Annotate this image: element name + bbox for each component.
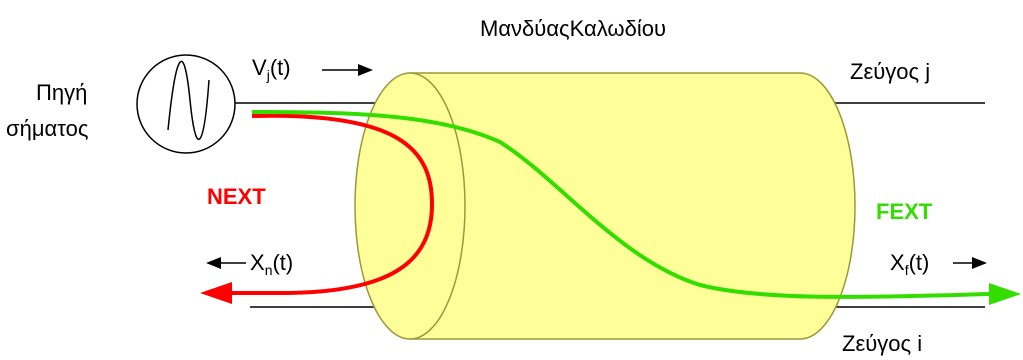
- xf-main: X: [890, 250, 905, 275]
- pair-j-label: Ζεύγος j: [850, 59, 930, 84]
- xn-arg: (t): [272, 250, 293, 275]
- fext-path: [251, 110, 1021, 305]
- xf-arg: (t): [909, 250, 930, 275]
- xn-sub: n: [265, 262, 273, 278]
- vj-arg: (t): [270, 55, 291, 80]
- xf-arrow: [953, 257, 987, 269]
- cable-body: [409, 72, 856, 340]
- fext-arrowhead: [989, 283, 1021, 305]
- vj-label: Vj(t): [252, 55, 291, 83]
- cable-jacket-label: ΜανδύαςΚαλωδίου: [480, 16, 666, 41]
- fext-label: FEXT: [876, 199, 933, 224]
- xn-main: X: [250, 250, 265, 275]
- signal-source-circle: [136, 54, 236, 154]
- next-label: NEXT: [207, 184, 266, 209]
- signal-source: [136, 54, 236, 154]
- next-arrowhead: [200, 282, 232, 304]
- pair-i-label: Ζεύγος i: [842, 331, 922, 356]
- vj-arrow: [322, 64, 373, 76]
- next-path: [200, 113, 435, 304]
- next-curve: [230, 113, 435, 296]
- cable-jacket: [354, 72, 856, 340]
- xf-label: Xf(t): [890, 250, 929, 278]
- vj-main: V: [252, 55, 267, 80]
- fext-curve: [251, 110, 991, 299]
- signal-source-label-1: Πηγή: [36, 80, 87, 105]
- xn-arrow: [206, 257, 246, 269]
- vj-sub: j: [266, 67, 270, 83]
- signal-source-label-2: σήματος: [6, 116, 88, 141]
- cable-front-face: [354, 72, 466, 340]
- sine-wave-icon: [167, 60, 210, 141]
- xn-label: Xn(t): [250, 250, 293, 278]
- xf-sub: f: [905, 262, 909, 278]
